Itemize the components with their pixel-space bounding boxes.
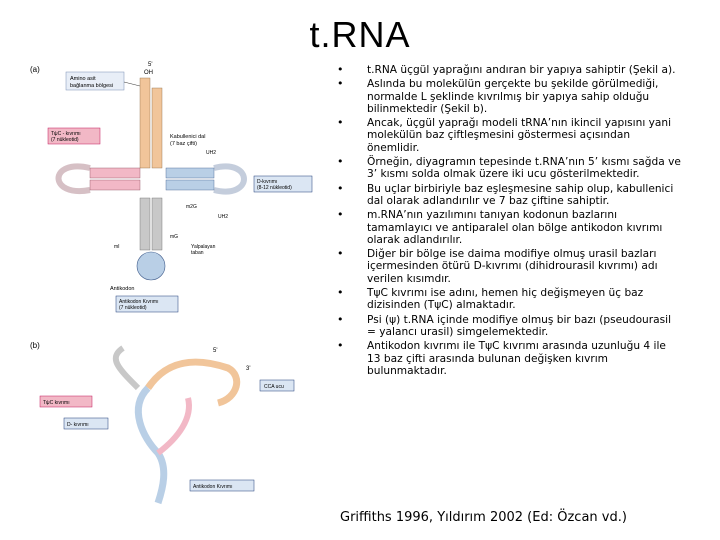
bullet-item: m.RNA’nın yazılımını tanıyan kodonun baz… — [337, 209, 682, 246]
d-arm-box — [253, 175, 313, 193]
anticodon-box — [115, 295, 179, 313]
bullet-item: Antikodon kıvrımı ile TψC kıvrımı arasın… — [337, 340, 682, 377]
citation: Griffiths 1996, Yıldırım 2002 (Ed: Özcan… — [340, 510, 627, 525]
anticodon-label: Antikodon — [110, 286, 134, 292]
b-anticodon-label: Antikodon Kıvrımı — [193, 484, 232, 490]
oh-label: OH — [144, 70, 153, 76]
tpsic-box — [47, 127, 101, 145]
b-d-label: D- kıvrımı — [67, 422, 89, 428]
d-arm-box-label: D-kıvrımı(8-12 nükleotid) — [257, 179, 292, 191]
mod-label-mi: mI — [114, 244, 120, 250]
bullet-list: t.RNA üçgül yaprağını andıran bir yapıya… — [337, 64, 682, 379]
cca-label: CCA ucu — [264, 384, 284, 390]
anticodon-box-label: Antikodon Kıvrımı(7 nükleotid) — [119, 299, 158, 311]
bullet-item: Örneğin, diyagramın tepesinde t.RNA’nın … — [337, 156, 682, 181]
tpsic-box-label: TψC - kıvrımı(7 nükleotid) — [51, 131, 81, 143]
mod-label-uh2-top: UH2 — [206, 150, 216, 156]
bullet-item: t.RNA üçgül yaprağını andıran bir yapıya… — [337, 64, 682, 77]
panel-b-label: (b) — [30, 341, 40, 350]
amino-site-box — [65, 71, 125, 91]
cca-box — [259, 379, 295, 392]
acceptor-stem — [139, 77, 163, 169]
anticodon-stem — [136, 197, 166, 281]
mod-label-mg: mG — [170, 234, 178, 240]
b-tpsic-box — [39, 395, 93, 408]
tpsic-arm — [55, 163, 141, 195]
l-shape-structure — [112, 345, 241, 505]
bullet-item: Diğer bir bölge ise daima modifiye olmuş… — [337, 248, 682, 285]
b-d-box — [63, 417, 109, 430]
bullet-item: Aslında bu molekülün gerçekte bu şekilde… — [337, 78, 682, 115]
acceptor-label: Kabullenici dal(7 baz çifti) — [170, 134, 205, 147]
bullet-item: Bu uçlar birbiriyle baz eşleşmesine sahi… — [337, 183, 682, 208]
b-anticodon-box — [189, 479, 255, 492]
panel-a-label: (a) — [30, 65, 40, 74]
bullet-item: Psi (ψ) t.RNA içinde modifiye olmuş bir … — [337, 314, 682, 339]
mod-label-m2g: m2G — [186, 204, 197, 210]
bullet-item: TψC kıvrımı ise adını, hemen hiç değişme… — [337, 287, 682, 312]
mod-label-uh2: UH2 — [218, 214, 228, 220]
d-arm — [165, 163, 247, 195]
slide-title: t.RNA — [309, 14, 411, 55]
three-prime-label-b: 3' — [246, 366, 250, 372]
five-prime-label-b: 5' — [213, 348, 217, 354]
bullet-item: Ancak, üçgül yaprağı modeli tRNA’nın iki… — [337, 117, 682, 154]
five-prime-label-top: 5' — [148, 62, 152, 68]
b-tpsic-label: TψC kıvrımı — [43, 400, 70, 406]
